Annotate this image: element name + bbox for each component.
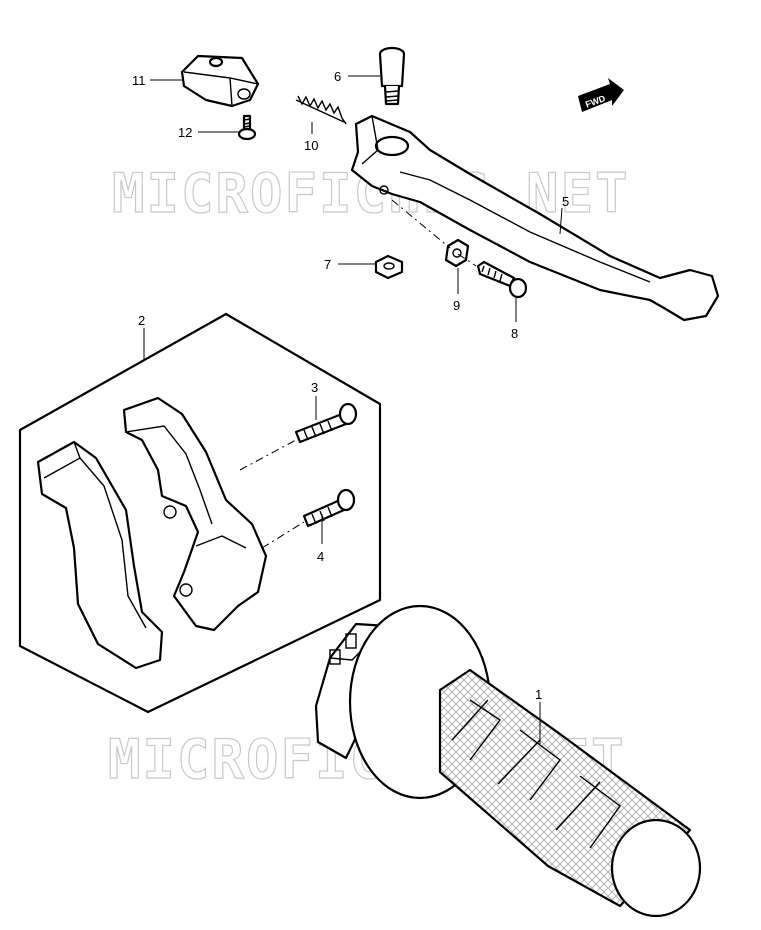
- part-11-switch: [180, 54, 260, 108]
- callout-4: 4: [317, 549, 324, 564]
- leader-5: [559, 207, 563, 235]
- part-3-screw: [294, 402, 358, 444]
- part-12-screw: [237, 114, 257, 141]
- part-2-holder-left: [36, 440, 164, 670]
- callout-3: 3: [311, 380, 318, 395]
- part-1-grip: [314, 604, 702, 918]
- callout-7: 7: [324, 257, 331, 272]
- part-7-nut: [374, 254, 404, 280]
- part-2-holder-right: [122, 396, 268, 632]
- callout-2: 2: [138, 313, 145, 328]
- callout-9: 9: [453, 298, 460, 313]
- part-6-pivot-bolt: [378, 46, 406, 106]
- callout-6: 6: [334, 69, 341, 84]
- fwd-arrow-icon: FWD: [578, 78, 624, 112]
- callout-11: 11: [132, 73, 146, 88]
- callout-5: 5: [562, 194, 569, 209]
- part-9-nut: [444, 238, 470, 268]
- callout-1: 1: [535, 687, 542, 702]
- part-5-lever: [350, 114, 720, 322]
- callout-8: 8: [511, 326, 518, 341]
- callout-12: 12: [178, 125, 192, 140]
- part-4-screw: [302, 488, 356, 528]
- callout-10: 10: [304, 138, 318, 153]
- part-8-adjuster-bolt: [476, 260, 528, 299]
- part-10-spring: [295, 95, 347, 125]
